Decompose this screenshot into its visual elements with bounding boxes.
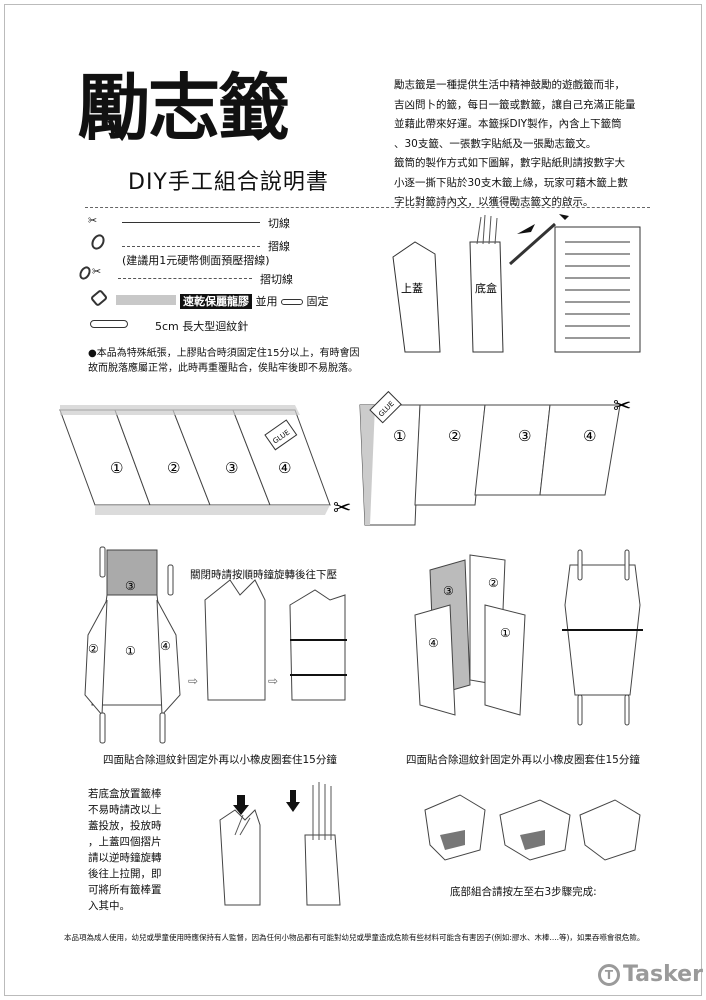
legend-cut: 切線 — [268, 217, 290, 230]
bottom-box — [469, 241, 504, 353]
product-illustration: 上蓋 底盒 — [392, 214, 641, 353]
paperclip-icon — [90, 320, 128, 328]
insert-sticks-diagram — [219, 782, 341, 906]
divider — [85, 207, 650, 208]
intro-line: 勵志籤是一種提供生活中精神鼓勵的遊戲籤而非， — [394, 79, 625, 91]
side-note-line: 入其中。 — [88, 900, 130, 912]
note-line: 故而脫落應屬正常，此時再重覆貼合，俟貼牢後即不易脫落。 — [88, 363, 358, 374]
note-line: ●本品為特殊紙張，上膠貼合時須固定住15分以上，有時會因 — [88, 348, 360, 359]
panel-4: ④ — [583, 427, 596, 445]
panel-1: ① — [110, 459, 123, 477]
panel-1: ① — [500, 626, 511, 640]
legend-clip: 5cm 長大型迴紋針 — [155, 320, 249, 333]
panel-3: ③ — [225, 459, 238, 477]
step-caption-right: 四面貼合除迴紋針固定外再以小橡皮圈套住15分鐘 — [406, 754, 640, 766]
arrow-icon — [517, 214, 569, 234]
page-subtitle: DIY手工組合說明書 — [128, 170, 329, 195]
glue-note: ●本品為特殊紙張，上膠貼合時須固定住15分以上，有時會因 故而脫落應屬正常，此時… — [88, 346, 359, 376]
bottom-assembly-diagram — [424, 794, 641, 861]
panel-2: ② — [167, 459, 180, 477]
assembly-diagram-lid: ③ ① ② ④ ⇨ ⇨ — [84, 546, 347, 744]
scissors-icon: ✂ — [92, 265, 102, 278]
box-label: 底盒 — [475, 281, 497, 295]
cut-line-sample — [122, 222, 260, 223]
fold-cut-line-sample — [118, 278, 252, 279]
lid-label: 上蓋 — [401, 282, 423, 295]
paperclip-icon — [281, 299, 303, 305]
panel-3: ③ — [443, 584, 454, 598]
scissors-icon: ✂ — [88, 214, 98, 227]
intro-line: 籤筒的製作方式如下圖解，數字貼紙則請按數字大 — [394, 157, 625, 169]
panel-2: ② — [448, 427, 461, 445]
close-hint: 關閉時請按順時鐘旋轉後往下壓 — [190, 569, 337, 581]
stick — [509, 222, 556, 266]
arrow-icon: ⇨ — [268, 674, 278, 688]
logo-mark-icon: T — [598, 963, 620, 986]
intro-line: 並藉此帶來好運。本籤採DIY製作，內含上下籤筒 — [394, 118, 622, 130]
page-title: 勵志籤 — [78, 66, 290, 150]
scissors-icon: ✂ — [613, 394, 631, 419]
panel-4: ④ — [428, 636, 439, 650]
panel-1: ① — [125, 644, 136, 658]
panel-3: ③ — [125, 579, 136, 593]
panel-4: ④ — [160, 639, 171, 653]
side-note-line: 不易時請改以上 — [88, 804, 162, 816]
legend-glue-with: 並用 — [255, 295, 278, 308]
panel-3: ③ — [518, 427, 531, 445]
glue-area-sample — [116, 295, 176, 305]
side-note-line: 可將所有籤棒置 — [88, 884, 162, 896]
side-note-line: ，上蓋四個摺片 — [88, 836, 162, 848]
bottom-caption: 底部組合請按左至右3步驟完成: — [450, 886, 597, 898]
intro-text: 勵志籤是一種提供生活中精神鼓勵的遊戲籤而非， 吉凶問卜的籤，每日一籤或數籤，讓自… — [394, 76, 664, 213]
intro-line: 字比對籤詩內文，以獲得勵志籤文的啟示。 — [394, 196, 594, 208]
arrow-icon: ⇨ — [188, 674, 198, 688]
lid-box — [392, 241, 441, 353]
footer-warning: 本品項為成人使用，幼兒或學童使用時應保持有人監督，因為任何小物品都有可能對幼兒或… — [64, 933, 645, 942]
arrow-icon — [233, 790, 300, 815]
side-note-line: 蓋投放，投放時 — [88, 820, 162, 832]
glue-icon — [264, 419, 298, 451]
side-note-line: 若底盒放置籤棒 — [88, 788, 162, 800]
logo-text: Tasker — [623, 962, 703, 987]
step-caption-left: 四面貼合除迴紋針固定外再以小橡皮圈套住15分鐘 — [103, 754, 337, 766]
panel-4: ④ — [278, 459, 291, 477]
side-note: 若底盒放置籤棒 不易時請改以上 蓋投放，投放時 ，上蓋四個摺片 請以逆時鐘旋轉 … — [88, 786, 162, 914]
legend-glue-row: 速乾保麗龍膠 並用 固定 — [180, 293, 329, 309]
fold-line-sample — [122, 246, 260, 247]
panel-2: ② — [88, 642, 99, 656]
legend-glue: 速乾保麗龍膠 — [180, 294, 252, 309]
legend-fold: 摺線 — [268, 240, 290, 253]
scissors-icon: ✂ — [333, 496, 351, 521]
legend-glue-fix: 固定 — [306, 295, 329, 308]
intro-line: 小逐一撕下貼於30支木籤上緣，玩家可藉木籤上數 — [394, 176, 628, 189]
legend-fold-hint: (建議用1元硬幣側面預壓摺線) — [122, 254, 270, 267]
intro-line: 吉凶問卜的籤，每日一籤或數籤，讓自己充滿正能量 — [394, 98, 636, 111]
side-note-line: 後往上拉開，即 — [88, 868, 162, 880]
legend-fold-cut: 摺切線 — [260, 273, 293, 286]
glue-icon — [369, 390, 402, 424]
side-note-line: 請以逆時鐘旋轉 — [88, 852, 162, 864]
page-border — [4, 4, 702, 996]
assembly-diagram-box: ③ ② ④ ① — [414, 549, 643, 726]
intro-line: 、30支籤、一張數字貼紙及一張勵志籤文。 — [394, 137, 597, 150]
panel-2: ② — [488, 576, 499, 590]
panel-1: ① — [393, 427, 406, 445]
